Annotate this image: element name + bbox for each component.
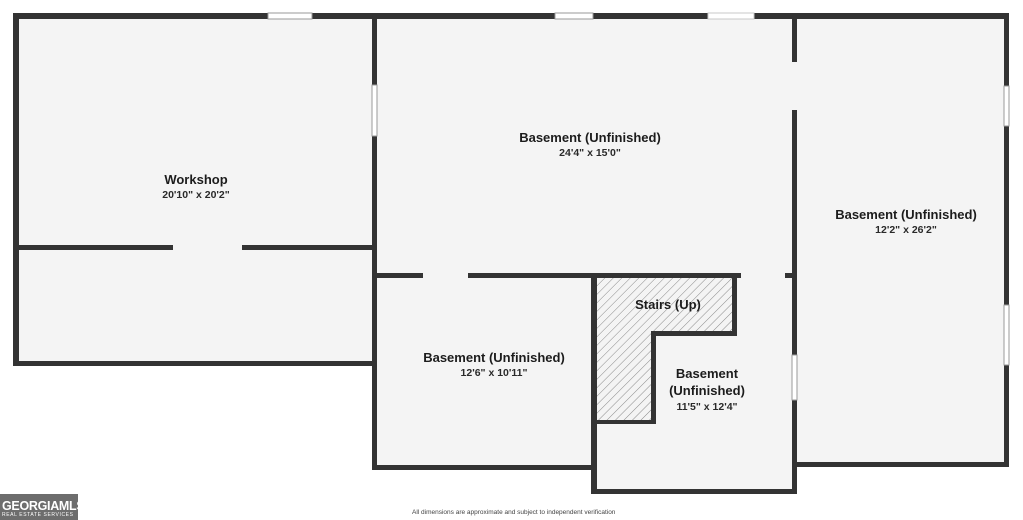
window [791,354,798,401]
floor-areas [16,16,1006,492]
window [1003,304,1010,366]
dimensions-disclaimer: All dimensions are approximate and subje… [412,509,616,516]
window [1003,85,1010,127]
window [554,12,594,20]
room-name-basement-lower-right-line2: (Unfinished) [669,383,745,398]
room-dims-basement-lower-right: 11'5" x 12'4" [676,401,737,413]
opening [707,12,755,20]
window [267,12,313,20]
room-name-basement-center: Basement (Unfinished) [519,130,661,145]
logo-subtext: REAL ESTATE SERVICES [2,512,74,518]
room-name-basement-lower-right-line1: Basement [676,366,739,381]
room-name-stairs: Stairs (Up) [635,297,701,312]
room-dims-basement-lower-left: 12'6" x 10'11" [461,367,528,379]
room-name-workshop: Workshop [164,172,227,187]
room-dims-basement-right: 12'2" x 26'2" [875,224,937,236]
windows [267,12,1010,401]
window [371,84,378,137]
georgia-mls-logo: GEORGIAMLS REAL ESTATE SERVICES [0,494,78,520]
room-dims-basement-center: 24'4" x 15'0" [559,147,621,159]
room-name-basement-lower-left: Basement (Unfinished) [423,350,565,365]
walls [13,13,1009,494]
logo-text: GEORGIAMLS [2,499,78,513]
room-name-basement-right: Basement (Unfinished) [835,207,977,222]
stairs-hatch [596,278,736,422]
room-dims-workshop: 20'10" x 20'2" [162,189,230,201]
